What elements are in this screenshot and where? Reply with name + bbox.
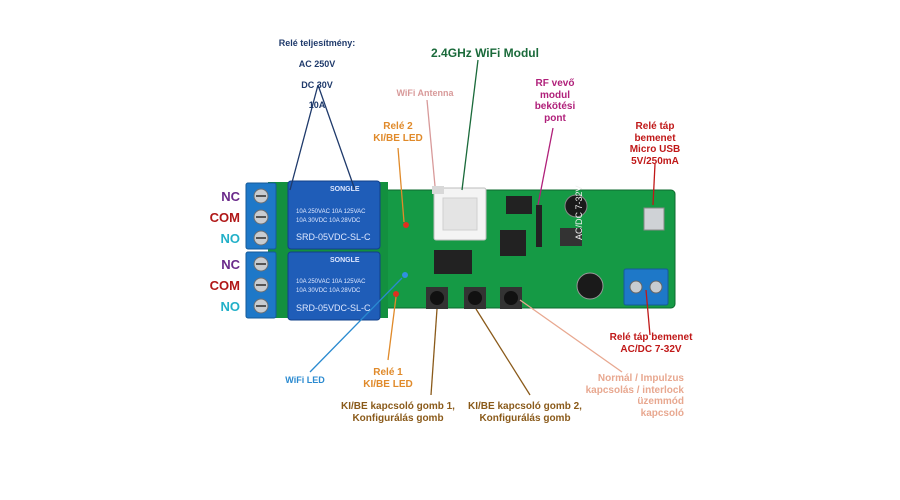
relay1-led bbox=[393, 291, 399, 297]
leader-lines bbox=[289, 59, 656, 396]
terminal-label-com-1: COM bbox=[209, 278, 240, 293]
relay-power-title: Relé teljesítmény: bbox=[278, 38, 356, 49]
terminal-label-no-1: NO bbox=[220, 299, 241, 314]
terminal-label-nc-2: NC bbox=[221, 189, 240, 204]
wifi-led-dot bbox=[402, 272, 408, 278]
relay1-model: SRD-05VDC-SL-C bbox=[296, 303, 371, 313]
relay2-led-label: Relé 2 KI/BE LED bbox=[373, 121, 423, 144]
relay-power-dc: DC 30V bbox=[301, 79, 333, 90]
rf-module-label: RF vevő modul bekötési pont bbox=[534, 78, 576, 124]
micro-usb bbox=[643, 207, 665, 231]
relay2-rating-1: 10A 250VAC 10A 125VAC bbox=[296, 209, 366, 215]
terminal-label-com-2: COM bbox=[209, 210, 240, 225]
terminal-block-relay1 bbox=[245, 251, 277, 319]
button1-label: KI/BE kapcsoló gomb 1, Konfigurálás gomb bbox=[341, 401, 455, 424]
ic-3 bbox=[506, 196, 532, 214]
relay2-brand: SONGLE bbox=[330, 186, 360, 193]
relay1-rating-1: 10A 250VAC 10A 125VAC bbox=[296, 279, 366, 285]
power-usb-label: Relé táp bemenet Micro USB 5V/250mA bbox=[629, 121, 681, 167]
wifi-antenna-label: WiFi Antenna bbox=[396, 88, 454, 98]
terminal-label-no-2: NO bbox=[220, 231, 241, 246]
capacitor-1 bbox=[564, 194, 588, 218]
terminal-block-relay2 bbox=[245, 182, 277, 250]
wifi-led-label: WiFi LED bbox=[285, 375, 325, 385]
relay1-brand: SONGLE bbox=[330, 257, 360, 264]
capacitor-2 bbox=[576, 272, 604, 300]
ic-1 bbox=[434, 250, 472, 274]
relay1-led-label: Relé 1 KI/BE LED bbox=[363, 367, 413, 390]
button-1 bbox=[426, 287, 448, 309]
power-acdc-label: Relé táp bemenet AC/DC 7-32V bbox=[609, 332, 693, 355]
relay-2 bbox=[287, 180, 381, 250]
inductor bbox=[560, 228, 582, 246]
terminal-label-nc-1: NC bbox=[221, 257, 240, 272]
power-terminal bbox=[623, 268, 669, 306]
relay2-rating-2: 10A 30VDC 10A 28VDC bbox=[296, 218, 361, 224]
relay-1 bbox=[287, 251, 381, 321]
relay-power-current: 10A bbox=[308, 100, 326, 111]
button-3 bbox=[500, 287, 522, 309]
relay2-led bbox=[403, 222, 409, 228]
mode-switch-label: Normál / Impulzus kapcsolás / interlock … bbox=[585, 373, 684, 419]
rf-header bbox=[536, 205, 542, 247]
button2-label: KI/BE kapcsoló gomb 2, Konfigurálás gomb bbox=[468, 401, 582, 424]
ic-2 bbox=[500, 230, 526, 256]
wifi-module-label: 2.4GHz WiFi Modul bbox=[431, 46, 539, 60]
antenna bbox=[432, 186, 444, 194]
button-2 bbox=[464, 287, 486, 309]
relay-power-label: Relé teljesítmény: AC 250V DC 30V 10A bbox=[262, 28, 372, 121]
relay-power-ac: AC 250V bbox=[298, 59, 336, 70]
relay2-model: SRD-05VDC-SL-C bbox=[296, 232, 371, 242]
relay1-rating-2: 10A 30VDC 10A 28VDC bbox=[296, 288, 361, 294]
board-voltage-print: AC/DC 7-32V bbox=[574, 185, 584, 240]
